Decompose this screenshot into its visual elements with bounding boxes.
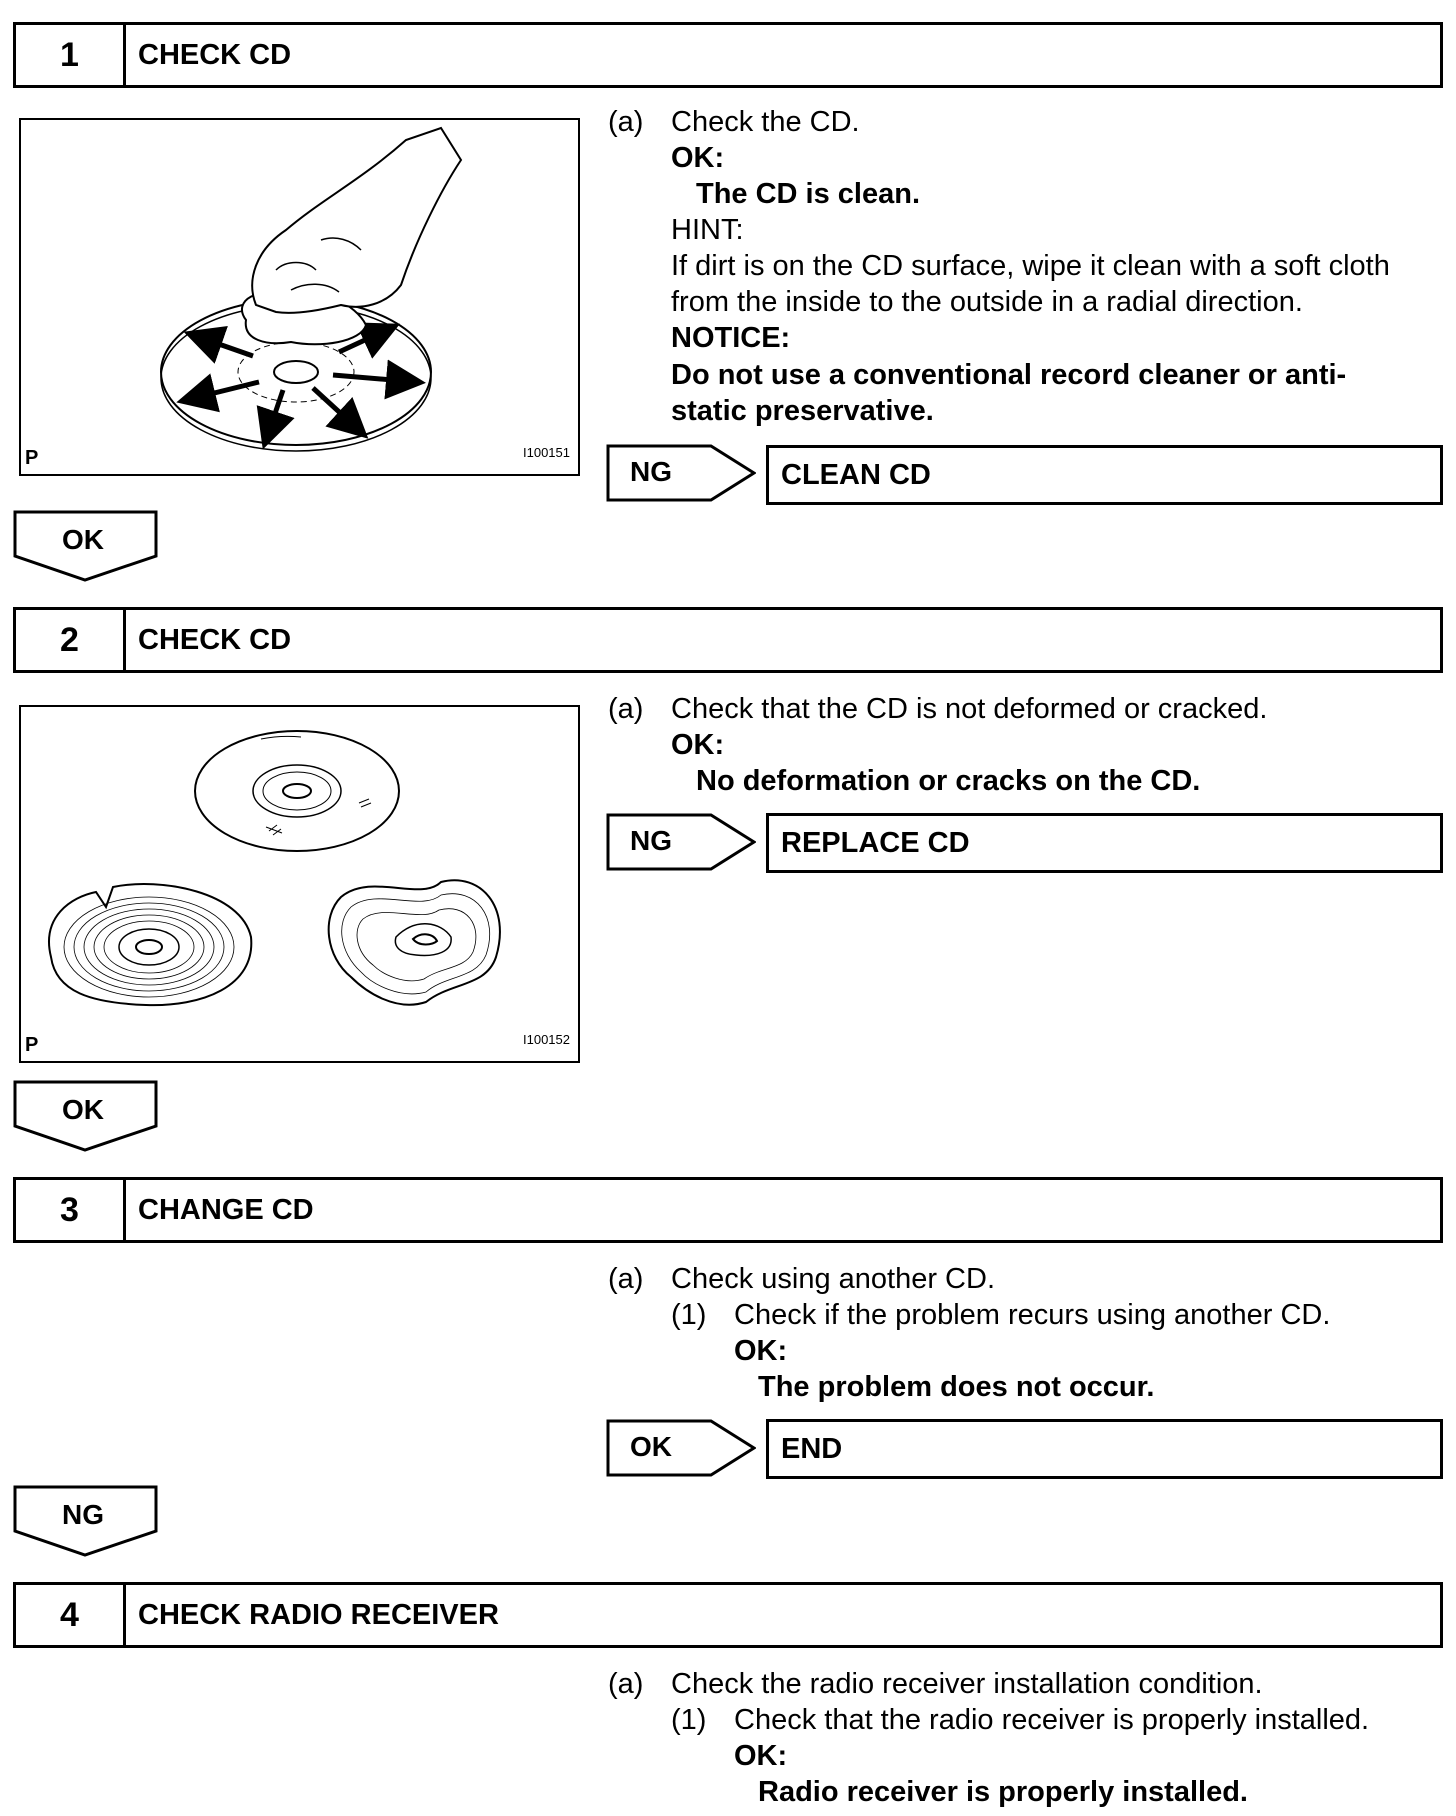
ok-text: No deformation or cracks on the CD. — [696, 765, 1201, 797]
item-label: (a) — [608, 693, 644, 725]
ok-text: The problem does not occur. — [758, 1371, 1155, 1403]
cd-wiping-illustration: P I100151 — [19, 118, 580, 476]
step-number: 3 — [16, 1180, 126, 1240]
figure-label: P — [25, 1034, 39, 1056]
sub-label: (1) — [671, 1299, 707, 1331]
step-4-header: 4 CHECK RADIO RECEIVER — [13, 1582, 1443, 1648]
hint-line-2: from the inside to the outside in a radi… — [671, 286, 1303, 318]
ok-label: OK: — [734, 1335, 788, 1367]
ng-branch-arrow — [606, 813, 756, 871]
cd-damage-illustration: P I100152 — [19, 705, 580, 1063]
ok-continue-arrow — [13, 510, 158, 582]
ng-continue-arrow — [13, 1485, 158, 1557]
step-number: 1 — [16, 25, 126, 85]
step-3-header: 3 CHANGE CD — [13, 1177, 1443, 1243]
figure-label: P — [25, 447, 39, 469]
ok-text: Radio receiver is properly installed. — [758, 1776, 1248, 1808]
ok-label: OK: — [671, 142, 725, 174]
step-title: CHECK RADIO RECEIVER — [138, 1598, 499, 1631]
ok-label: OK: — [734, 1740, 788, 1772]
item-label: (a) — [608, 1263, 644, 1295]
notice-line-1: Do not use a conventional record cleaner… — [671, 359, 1347, 391]
item-label: (a) — [608, 1668, 644, 1700]
item-label: (a) — [608, 106, 644, 138]
branch-result-box: CLEAN CD — [766, 445, 1443, 505]
step-2-header: 2 CHECK CD — [13, 607, 1443, 673]
step-number: 2 — [16, 610, 126, 670]
continue-label: NG — [62, 1499, 104, 1530]
figure-code: I100151 — [523, 445, 570, 460]
instruction: Check the radio receiver installation co… — [671, 1668, 1263, 1700]
sub-instruction: Check that the radio receiver is properl… — [734, 1704, 1370, 1736]
branch-label: NG — [630, 456, 672, 487]
continue-label: OK — [62, 1094, 104, 1125]
ok-branch-arrow — [606, 1419, 756, 1477]
notice-label: NOTICE: — [671, 322, 791, 354]
instruction: Check that the CD is not deformed or cra… — [671, 693, 1268, 725]
step-number: 4 — [16, 1585, 126, 1645]
ng-branch-arrow — [606, 444, 756, 502]
branch-label: OK — [630, 1431, 672, 1462]
sub-instruction: Check if the problem recurs using anothe… — [734, 1299, 1331, 1331]
instruction: Check the CD. — [671, 106, 860, 138]
instruction: Check using another CD. — [671, 1263, 995, 1295]
sub-label: (1) — [671, 1704, 707, 1736]
branch-label: NG — [630, 825, 672, 856]
hint-line-1: If dirt is on the CD surface, wipe it cl… — [671, 250, 1390, 282]
hint-label: HINT: — [671, 214, 744, 246]
notice-line-2: static preservative. — [671, 395, 934, 427]
step-title: CHANGE CD — [138, 1193, 314, 1226]
cd-clean-drawing — [160, 126, 463, 452]
branch-result-box: REPLACE CD — [766, 813, 1443, 873]
ok-label: OK: — [671, 729, 725, 761]
step-title: CHECK CD — [138, 623, 292, 656]
ok-text: The CD is clean. — [696, 178, 921, 210]
branch-result-box: END — [766, 1419, 1443, 1479]
step-1-header: 1 CHECK CD — [13, 22, 1443, 88]
figure-code: I100152 — [523, 1032, 570, 1047]
ok-continue-arrow — [13, 1080, 158, 1152]
continue-label: OK — [62, 524, 104, 555]
cd-damage-drawing — [48, 730, 501, 1007]
step-title: CHECK CD — [138, 38, 292, 71]
